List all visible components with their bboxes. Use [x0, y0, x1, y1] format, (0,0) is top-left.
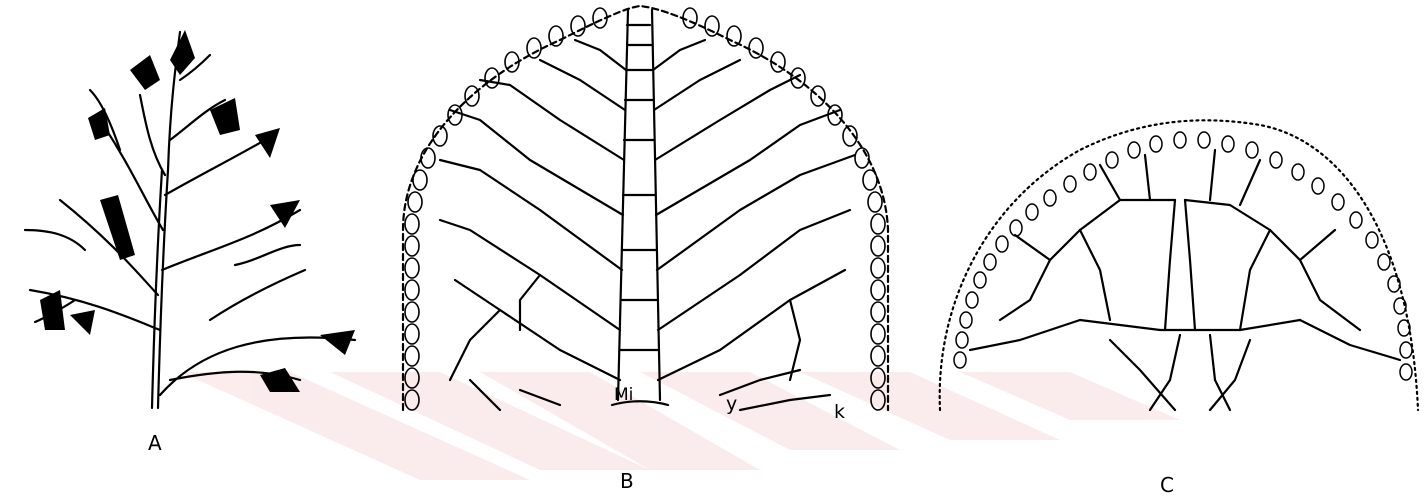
panel-a-label: A	[148, 431, 162, 455]
panel-b-annotation-mi: Mi	[614, 385, 633, 405]
panel-b-annotation-y: y	[726, 393, 737, 415]
panel-b-annotation-k: k	[834, 401, 845, 423]
watermark	[180, 372, 1180, 480]
panel-b-label: B	[620, 469, 634, 493]
panel-c-label: C	[1160, 473, 1174, 497]
panel-a-thallus	[25, 32, 355, 408]
panel-c-apex	[940, 120, 1418, 410]
panel-b-apex	[403, 6, 888, 410]
